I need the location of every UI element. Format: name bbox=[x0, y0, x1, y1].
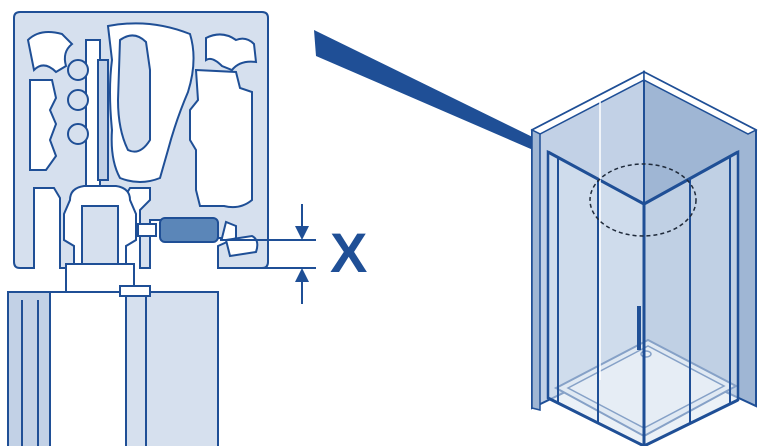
dimension-arrow-bottom-head bbox=[295, 268, 309, 282]
rail-channel-left-lower bbox=[29, 79, 58, 171]
roller-wheel-low bbox=[67, 123, 89, 145]
rail-channel-right-top bbox=[205, 33, 258, 72]
rail-channel-right bbox=[189, 68, 253, 209]
dimension-measure: X bbox=[220, 204, 367, 304]
frame-top-left bbox=[547, 150, 645, 206]
rail-roller-slot bbox=[116, 34, 151, 153]
glass-door-frame bbox=[7, 291, 53, 446]
carrier-screw bbox=[137, 223, 157, 237]
shower-wall-edge-left bbox=[531, 128, 541, 411]
shower-wall-top-right bbox=[643, 70, 758, 135]
rail-channel-left bbox=[26, 31, 74, 74]
door-fitting-body bbox=[49, 291, 131, 446]
door-fitting-top bbox=[119, 285, 151, 297]
shower-enclosure bbox=[530, 70, 758, 446]
roller-wheel-top bbox=[67, 59, 89, 81]
dimension-label: X bbox=[330, 221, 367, 284]
hanger-bar bbox=[97, 59, 109, 181]
door-handle bbox=[637, 306, 641, 350]
detail-highlight-ellipse bbox=[589, 163, 697, 237]
frame-bottom-right bbox=[643, 398, 739, 446]
door-carrier-neck bbox=[81, 205, 119, 265]
frame-bottom-left bbox=[547, 396, 645, 446]
roller-wheel-mid bbox=[67, 89, 89, 111]
rail-profile-detail bbox=[7, 11, 269, 446]
adjustment-block bbox=[159, 217, 219, 243]
door-fitting-inner bbox=[125, 291, 147, 446]
dimension-arrow-top-head bbox=[295, 226, 309, 240]
